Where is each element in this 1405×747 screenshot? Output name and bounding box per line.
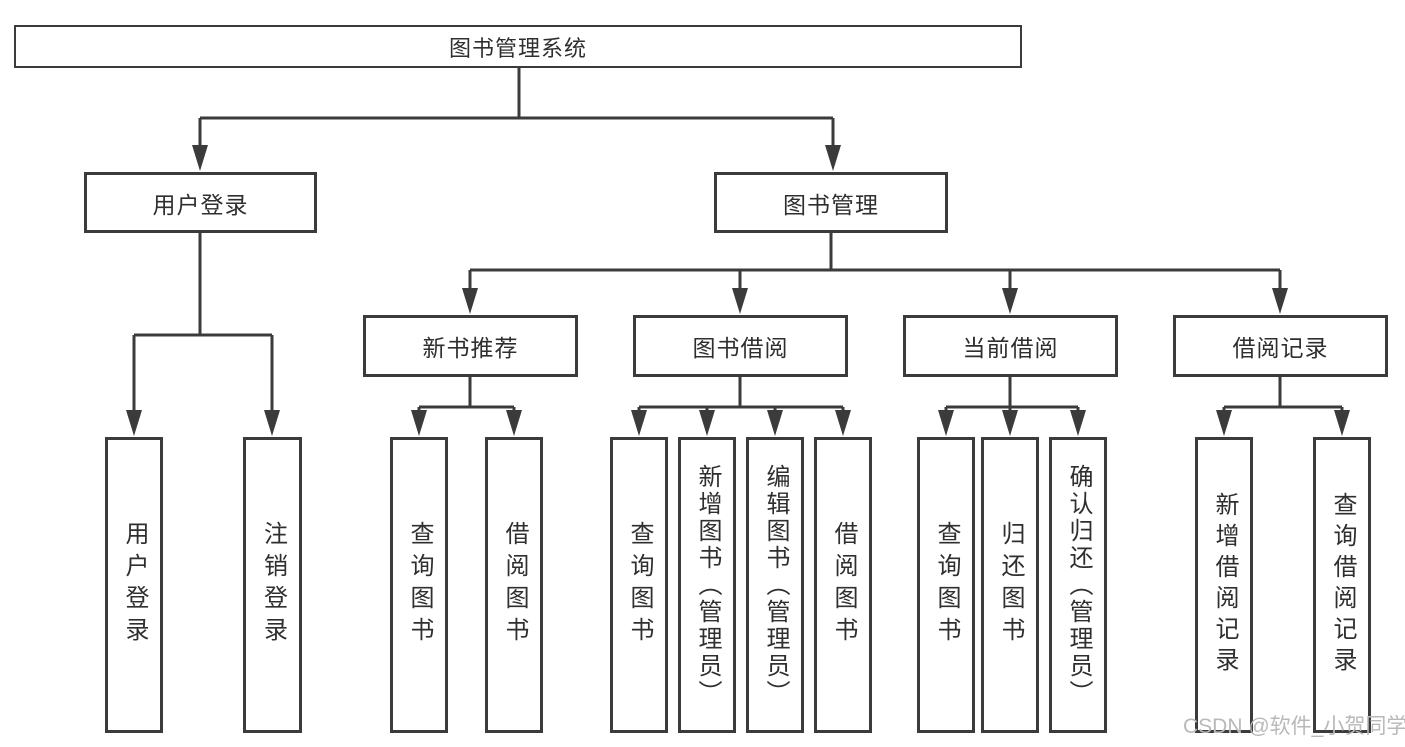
leaf-query-books-borrowing: 查询图书	[610, 437, 668, 733]
leaf-add-book-admin: 新增图书（管理员）	[678, 437, 736, 733]
leaf-edit-book-admin: 编辑图书（管理员）	[746, 437, 804, 733]
node-label: 归还图书	[997, 521, 1024, 649]
node-label: 用户登录	[121, 521, 148, 649]
node-label: 借阅图书	[830, 521, 857, 649]
leaf-user-login: 用户登录	[105, 437, 163, 733]
leaf-query-borrow-record: 查询借阅记录	[1313, 437, 1371, 733]
node-label: 借阅记录	[1232, 335, 1329, 361]
node-user-login: 用户登录	[84, 172, 317, 233]
node-borrowing-records: 借阅记录	[1173, 315, 1388, 377]
node-label: 新书推荐	[422, 335, 519, 361]
node-label: 查询借阅记录	[1329, 492, 1356, 678]
node-current-borrowing: 当前借阅	[903, 315, 1118, 377]
node-library-system: 图书管理系统	[14, 25, 1022, 68]
node-label: 查询图书	[933, 521, 960, 649]
leaf-query-books-current: 查询图书	[917, 437, 975, 733]
node-label: 注销登录	[259, 521, 287, 649]
node-label: 新增图书（管理员）	[694, 463, 721, 707]
node-label: 图书管理	[783, 191, 879, 218]
leaf-borrow-books-recommend: 借阅图书	[485, 437, 543, 733]
node-new-book-recommendation: 新书推荐	[363, 315, 578, 377]
node-label: 用户登录	[152, 191, 249, 218]
leaf-return-books: 归还图书	[981, 437, 1039, 733]
node-label: 当前借阅	[962, 335, 1059, 361]
node-label: 图书借阅	[692, 335, 789, 361]
node-label: 新增借阅记录	[1211, 492, 1238, 678]
node-book-borrowing: 图书借阅	[633, 315, 848, 377]
leaf-borrow-books-borrowing: 借阅图书	[814, 437, 872, 733]
leaf-add-borrow-record: 新增借阅记录	[1195, 437, 1253, 733]
node-label: 确认归还（管理员）	[1065, 463, 1092, 707]
node-label: 图书管理系统	[448, 35, 587, 61]
leaf-logout-login: 注销登录	[243, 437, 302, 733]
node-book-management: 图书管理	[714, 172, 948, 233]
node-label: 编辑图书（管理员）	[762, 463, 789, 707]
node-label: 查询图书	[406, 521, 433, 649]
node-label: 借阅图书	[501, 521, 528, 649]
watermark: CSDN @软件_小贺同学	[1183, 715, 1405, 738]
leaf-confirm-return-admin: 确认归还（管理员）	[1049, 437, 1107, 733]
leaf-query-books-recommend: 查询图书	[390, 437, 448, 733]
node-label: 查询图书	[626, 521, 653, 649]
